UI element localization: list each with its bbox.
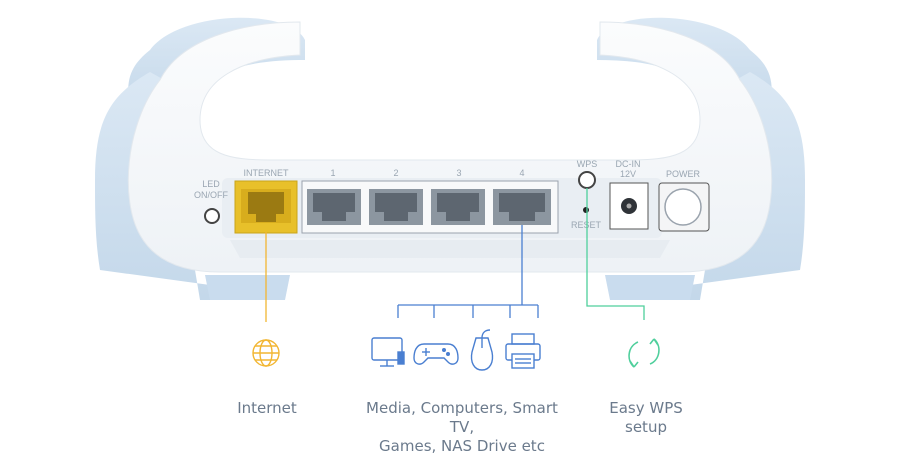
router-body bbox=[127, 21, 773, 273]
led-switch: LED ON/OFF bbox=[194, 179, 228, 224]
lan-port-2-label: 2 bbox=[393, 168, 398, 178]
sync-icon bbox=[628, 338, 660, 368]
led-label-2: ON/OFF bbox=[194, 190, 228, 200]
media-caption-line-2: Games, NAS Drive etc bbox=[379, 437, 545, 455]
internet-port: INTERNET bbox=[234, 168, 298, 234]
wps-caption: Easy WPS setup bbox=[596, 399, 696, 437]
internet-port-label: INTERNET bbox=[244, 168, 290, 178]
lan-ports: 1 2 3 4 bbox=[301, 168, 559, 234]
media-caption: Media, Computers, Smart TV, Games, NAS D… bbox=[352, 399, 572, 456]
callout-lines bbox=[265, 188, 645, 322]
dc-in-port: DC-IN 12V bbox=[609, 159, 649, 230]
lan-line bbox=[397, 225, 539, 318]
lan-port-2: 2 bbox=[369, 168, 423, 225]
wps-label: WPS bbox=[577, 159, 598, 169]
power-button: POWER bbox=[658, 169, 710, 232]
media-caption-line-1: Media, Computers, Smart TV, bbox=[366, 399, 558, 436]
reset-label: RESET bbox=[571, 220, 602, 230]
lan-port-4-label: 4 bbox=[519, 168, 524, 178]
printer-icon bbox=[505, 333, 541, 369]
wps-caption-line-2: setup bbox=[625, 418, 667, 436]
internet-caption: Internet bbox=[222, 399, 312, 418]
internet-caption-line-1: Internet bbox=[237, 399, 297, 417]
dcin-voltage: 12V bbox=[620, 169, 636, 179]
gamepad-icon bbox=[413, 343, 459, 365]
dcin-label: DC-IN bbox=[616, 159, 641, 169]
reset-hole bbox=[583, 207, 589, 213]
globe-icon bbox=[252, 339, 280, 367]
wps-caption-line-1: Easy WPS bbox=[609, 399, 683, 417]
lan-port-1-label: 1 bbox=[330, 168, 335, 178]
lan-port-1: 1 bbox=[307, 168, 361, 225]
lan-port-3-label: 3 bbox=[456, 168, 461, 178]
power-label: POWER bbox=[666, 169, 701, 179]
led-label: LED bbox=[202, 179, 220, 189]
wps-line bbox=[586, 188, 645, 320]
mouse-icon bbox=[470, 329, 494, 371]
lan-port-4: 4 bbox=[493, 168, 551, 225]
tv-icon bbox=[371, 337, 405, 367]
lan-port-3: 3 bbox=[431, 168, 485, 225]
